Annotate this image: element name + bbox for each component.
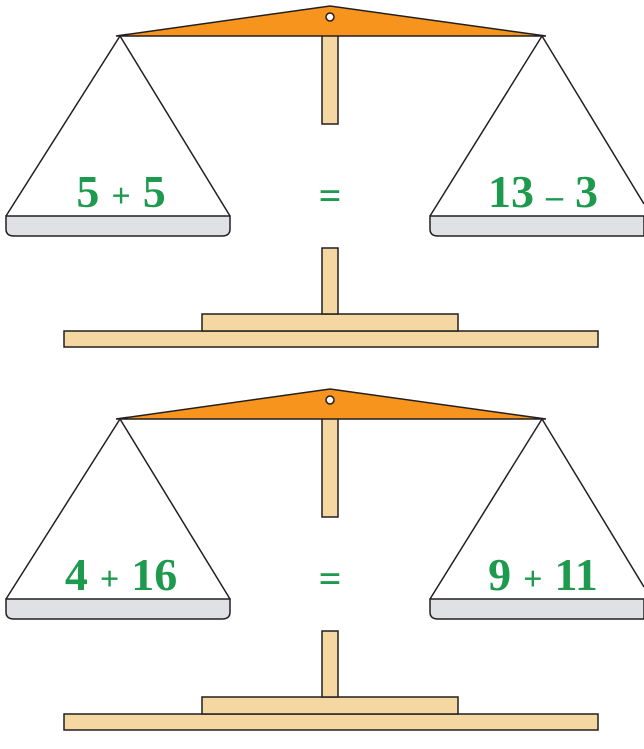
left-expression: 5+5 xyxy=(36,169,206,215)
scale-pole-lower xyxy=(322,631,338,697)
scale-pole-lower xyxy=(322,248,338,314)
left-operator: + xyxy=(88,561,131,598)
left-operand-a: 5 xyxy=(76,166,99,217)
balance-scale-2: 4+16 = 9+11 xyxy=(0,383,644,749)
right-operand-b: 3 xyxy=(575,166,598,217)
right-expression: 9+11 xyxy=(458,552,628,598)
relation-symbol: = xyxy=(305,176,355,216)
left-operand-b: 16 xyxy=(131,549,177,600)
left-operator: + xyxy=(99,178,142,215)
right-operand-a: 13 xyxy=(488,166,534,217)
right-operator: + xyxy=(511,561,554,598)
right-pan xyxy=(430,216,644,236)
scale-base xyxy=(64,331,598,347)
left-expression: 4+16 xyxy=(36,552,206,598)
left-pan xyxy=(6,216,230,236)
right-pan xyxy=(430,599,644,619)
relation-symbol: = xyxy=(305,559,355,599)
right-operand-b: 11 xyxy=(554,549,597,600)
scale-base xyxy=(64,714,598,730)
right-operand-a: 9 xyxy=(488,549,511,600)
pivot-icon xyxy=(326,396,334,404)
scale-base-top xyxy=(202,697,458,714)
scale-base-top xyxy=(202,314,458,331)
left-operand-b: 5 xyxy=(143,166,166,217)
left-operand-a: 4 xyxy=(65,549,88,600)
balance-scale-1: 5+5 = 13–3 xyxy=(0,0,644,366)
right-operator: – xyxy=(534,178,575,215)
pivot-icon xyxy=(326,13,334,21)
right-expression: 13–3 xyxy=(458,169,628,215)
left-pan xyxy=(6,599,230,619)
